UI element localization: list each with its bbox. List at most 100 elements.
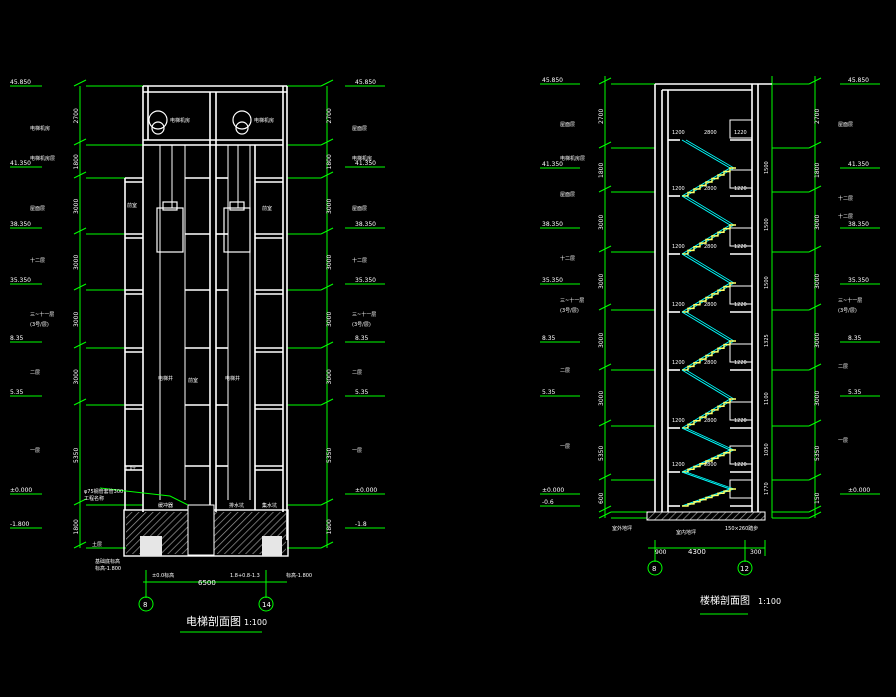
elevator-shaft-outline (124, 85, 288, 540)
stair-section-title: 楼梯剖面图 (700, 594, 750, 607)
stair-landing-dim-right: 1220 (734, 244, 747, 250)
shaft-inner-lines (159, 145, 251, 500)
traction-sheave-1 (151, 121, 165, 135)
stair-elevation-left-3: 35.350 (542, 277, 563, 284)
stair-elevation-left-6: ±0.000 (542, 487, 564, 494)
stair-dim-left-6: 5350 (598, 446, 605, 461)
floor-name-right-6: 二层 (352, 370, 362, 376)
stair-elevation-right-1: 41.350 (848, 161, 869, 168)
stair-axis-bubble-right (737, 560, 753, 576)
floor-name-right-7: 一层 (352, 448, 362, 454)
elevation-left-0: 45.850 (10, 79, 31, 86)
elevator-note-zero: ±0.0标高 (152, 572, 174, 579)
elevation-right-3: 35.350 (355, 277, 376, 284)
stair-bottom-dimension (648, 540, 766, 562)
elevator-axis-right: 14 (262, 601, 271, 609)
stair-run-dim: 2800 (704, 462, 717, 468)
traction-sheave-2 (235, 121, 249, 135)
dim-right-6: 5350 (326, 448, 333, 463)
elevation-right-2: 38.350 (355, 221, 376, 228)
elevation-left-6: ±0.000 (10, 487, 32, 494)
pit-foundation-hatch (123, 504, 289, 557)
stair-axis-left: 8 (652, 565, 656, 573)
stair-dim-left-7: 600 (598, 492, 605, 504)
room-label-0: 电梯机房 (170, 117, 190, 124)
stair-floor-left-0: 屋面层 (560, 122, 575, 128)
stair-floor-right-0: 屋面层 (838, 122, 853, 128)
stair-landing-dim: 1200 (672, 418, 685, 424)
elevator-section (10, 79, 385, 633)
room-label-1: 电梯机房 (254, 117, 274, 124)
floor-name-right-0: 屋面层 (352, 126, 367, 132)
elevator-note-calc: 1.8+0.8-1.3 (230, 573, 260, 579)
traction-machine-2 (232, 110, 252, 130)
stair-elevation-right-4: 8.35 (848, 335, 862, 342)
traction-machine-1 (148, 110, 168, 130)
elevation-left-2: 38.350 (10, 221, 31, 228)
elevator-note-pipe: φ75钢管套管300 (84, 488, 123, 495)
stair-landing-dim: 1200 (672, 360, 685, 366)
floor-name-right-5: (3号/层) (352, 322, 371, 328)
elevator-ground-label: 土层 (92, 541, 102, 548)
dim-right-3: 3000 (326, 255, 333, 270)
stair-run-dim: 2800 (704, 186, 717, 192)
stair-dim-right-0: 2700 (814, 109, 821, 124)
stair-landing-dim: 1200 (672, 244, 685, 250)
stair-run-dim: 2800 (704, 130, 717, 136)
elevator-car-2 (223, 207, 251, 253)
stair-landing-dim-right: 1220 (734, 302, 747, 308)
car-hoist-2 (229, 201, 245, 211)
stair-floor-left-5: (3号/层) (560, 308, 579, 314)
elevation-left-5: 5.35 (10, 389, 24, 396)
stair-run-dim: 2800 (704, 360, 717, 366)
elevator-note-base: 基础底标高 (95, 558, 120, 565)
stair-elevation-right-2: 38.350 (848, 221, 869, 228)
dim-right-2: 3000 (326, 199, 333, 214)
stair-shaft-outline (654, 83, 772, 515)
stair-landing-dim-right: 1220 (734, 186, 747, 192)
dim-left-0: 2700 (73, 108, 80, 123)
floor-name-right-1: 电梯机房 (352, 155, 372, 162)
elevator-axis-left: 8 (143, 601, 147, 609)
stair-landing-dim-right: 1220 (734, 130, 747, 136)
dim-right-4: 3000 (326, 312, 333, 327)
stair-bottom-dim-left: 900 (655, 549, 667, 556)
stair-vertical-dim-5: 1050 (764, 443, 770, 456)
elevation-right-5: 5.35 (355, 389, 369, 396)
elevation-left-1: 41.350 (10, 160, 31, 167)
floor-name-right-3: 十二层 (352, 257, 367, 264)
room-label-4: 电梯井 (225, 375, 240, 382)
stair-vertical-dim-2: 1500 (764, 276, 770, 289)
floor-name-left-0: 电梯机房 (30, 125, 50, 132)
dim-left-5: 3000 (73, 369, 80, 384)
stair-dim-right-1: 1800 (814, 163, 821, 178)
stair-elevation-left-1: 41.350 (542, 161, 563, 168)
stair-landing-dim-right: 1220 (734, 360, 747, 366)
right-dim-chain (604, 76, 816, 518)
stair-floor-left-7: 一层 (560, 444, 570, 450)
stair-elevation-right-0: 45.850 (848, 77, 869, 84)
stair-dim-right-5: 3000 (814, 391, 821, 406)
elevator-small-note: 工程名称 (84, 495, 104, 502)
stair-floor-left-1: 电梯机房层 (560, 155, 585, 162)
stair-dim-right-4: 3000 (814, 333, 821, 348)
stair-dim-left-1: 1800 (598, 163, 605, 178)
floor-name-left-3: 十二层 (30, 257, 45, 264)
dim-right-0: 2700 (326, 108, 333, 123)
stair-elevation-left-2: 38.350 (542, 221, 563, 228)
elevator-section-scale: 1:100 (244, 618, 267, 627)
stair-floor-left-2: 屋面层 (560, 192, 575, 198)
stair-dim-left-4: 3000 (598, 333, 605, 348)
stair-flights (681, 139, 736, 507)
elevator-note-elev-right: 标高-1.800 (286, 572, 312, 579)
elevation-right-7: -1.8 (355, 521, 367, 528)
stair-landing-dim-right: 1220 (734, 462, 747, 468)
stair-vertical-dim-3: 1325 (764, 334, 770, 347)
stair-elevation-right-6: ±0.000 (848, 487, 870, 494)
elevator-note-elev-left: 标高-1.800 (95, 565, 121, 572)
floor-name-left-5: (3号/层) (30, 322, 49, 328)
stair-bottom-dim-main: 4300 (688, 548, 706, 556)
dim-right-1: 1800 (326, 154, 333, 169)
floor-name-right-4: 三~十一层 (352, 311, 376, 318)
stair-run-dim: 2800 (704, 418, 717, 424)
